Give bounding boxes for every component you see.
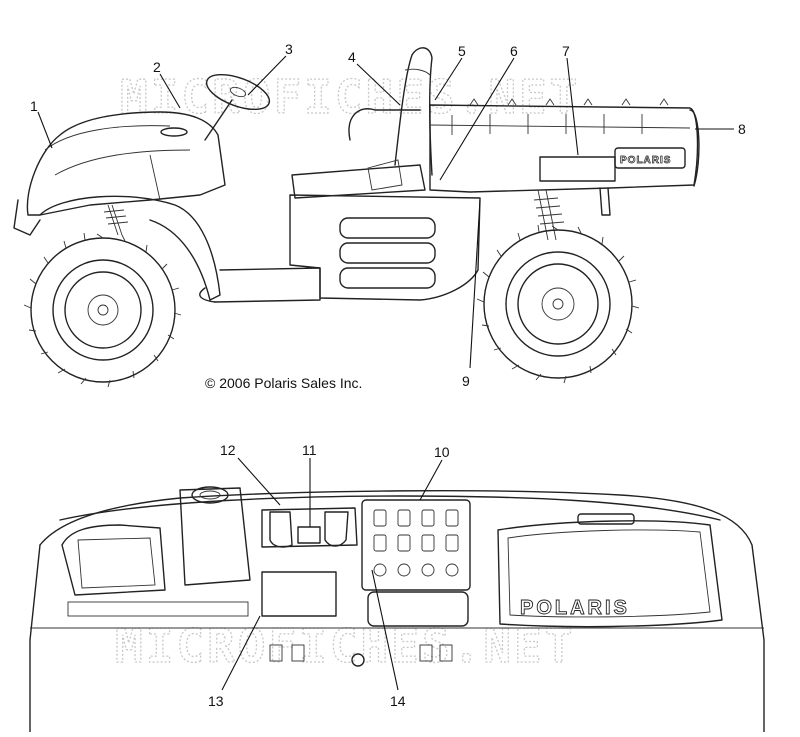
callout-11: 11 [302, 442, 317, 458]
dash-small-decal [297, 526, 321, 544]
bed-decal-blank [539, 156, 616, 182]
dash-label-13 [261, 571, 337, 617]
callout-2: 2 [153, 59, 161, 75]
callout-1: 1 [30, 98, 38, 114]
dashboard-view: POLARIS [29, 486, 765, 733]
callout-13: 13 [208, 693, 224, 709]
callout-10: 10 [434, 444, 450, 460]
watermark-bottom: MICROFICHES.NET [115, 619, 575, 673]
callout-6: 6 [510, 43, 518, 59]
bed-polaris-decal [614, 147, 686, 169]
vehicle-side-view: POLARIS [13, 47, 700, 388]
copyright-text: © 2006 Polaris Sales Inc. [205, 375, 362, 391]
watermark-top: MICROFICHES.NET [120, 70, 580, 124]
callout-5: 5 [458, 43, 466, 59]
front-wheel [23, 232, 182, 388]
callout-3: 3 [285, 41, 293, 57]
rear-wheel [476, 224, 640, 384]
callout-8: 8 [738, 121, 746, 137]
callout-leaders [37, 55, 734, 691]
callout-numbers: 1 2 3 4 5 6 7 8 9 10 11 12 13 14 [30, 41, 746, 709]
switch-panel [361, 499, 471, 591]
callout-9: 9 [462, 373, 470, 389]
callout-14: 14 [390, 693, 406, 709]
callout-4: 4 [348, 49, 356, 65]
callout-7: 7 [562, 43, 570, 59]
callout-12: 12 [220, 442, 236, 458]
dash-polaris-decal: POLARIS [520, 597, 630, 619]
bed-polaris-text: POLARIS [620, 155, 671, 166]
